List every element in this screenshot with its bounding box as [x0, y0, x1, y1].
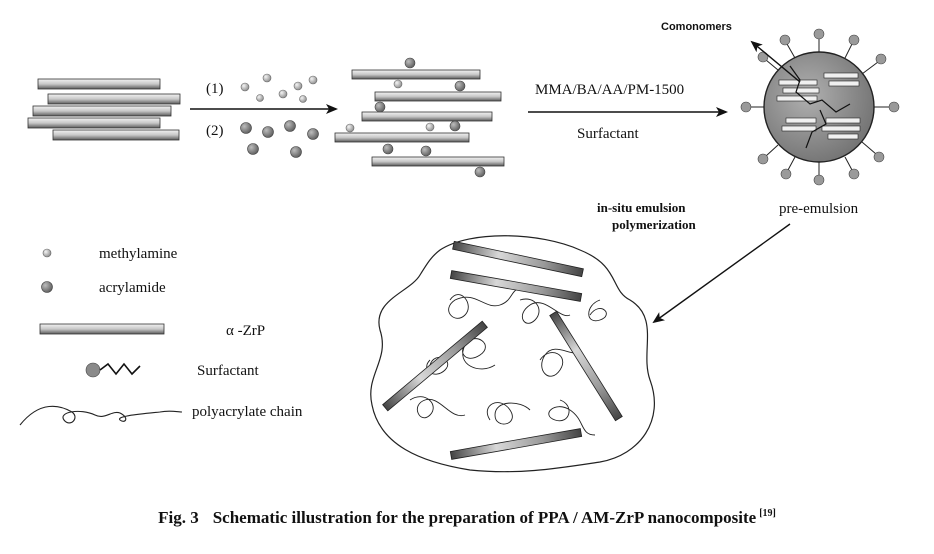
step-1-label: (1) — [206, 81, 224, 97]
step-2-label: (2) — [206, 123, 224, 139]
legend-surfactant-symbol — [85, 362, 141, 378]
figure-caption-text: Schematic illustration for the preparati… — [212, 508, 757, 527]
surfactant-step-label: Surfactant — [577, 126, 639, 142]
zrp-stack-pristine — [27, 78, 181, 141]
figure-reference: [19] — [759, 508, 776, 520]
methylamine-dots — [240, 73, 318, 103]
polymerization-label-line1: in-situ emulsion — [597, 200, 686, 215]
legend: methylamine acrylamide α -ZrP Surfactant… — [19, 246, 303, 426]
comonomers-label: Comonomers — [661, 21, 732, 33]
legend-acrylamide-label: acrylamide — [99, 280, 166, 296]
polymerization-label-line2: polymerization — [612, 217, 697, 232]
figure-caption: Fig. 3 Schematic illustration for the pre… — [0, 508, 934, 528]
comonomers-arrow — [750, 40, 801, 83]
polymerization-arrow — [652, 223, 791, 324]
legend-chain-label: polyacrylate chain — [192, 404, 303, 420]
legend-zrp-symbol — [39, 323, 165, 335]
acrylamide-dots — [240, 120, 319, 158]
schematic-diagram: (1) (2) MMA/BA/AA/PM — [19, 21, 900, 473]
zrp-stack-intercalated — [334, 57, 505, 178]
legend-zrp-label: α -ZrP — [226, 323, 265, 339]
pre-emulsion-label: pre-emulsion — [779, 201, 859, 217]
legend-chain-symbol — [19, 405, 183, 426]
pre-emulsion-micelle — [740, 28, 900, 186]
legend-surfactant-label: Surfactant — [197, 363, 259, 379]
reagents-label: MMA/BA/AA/PM-1500 — [535, 82, 684, 98]
nanocomposite-particle — [370, 235, 655, 473]
figure-number: Fig. 3 — [158, 508, 199, 527]
legend-acrylamide-symbol — [41, 281, 53, 293]
legend-methylamine-symbol — [42, 248, 52, 258]
legend-methylamine-label: methylamine — [99, 246, 178, 262]
